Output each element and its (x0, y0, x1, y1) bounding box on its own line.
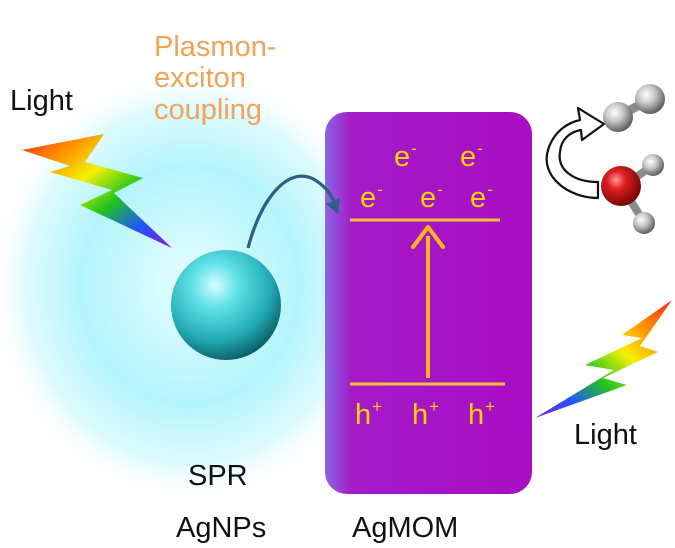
hole: h+ (355, 397, 383, 431)
light-bolt-icon (535, 300, 672, 418)
curved-arrow-icon (545, 106, 606, 200)
electron: e- (360, 180, 383, 214)
electron: e- (420, 180, 443, 214)
excitation-arrow (411, 225, 445, 378)
hole: h+ (412, 397, 440, 431)
coupling-line-1: Plasmon- (154, 31, 277, 63)
agmom-label: AgMOM (352, 512, 459, 544)
light-bolt-icon (22, 134, 172, 248)
coupling-line-3: coupling (154, 93, 263, 126)
agnps-label: AgNPs (176, 512, 267, 544)
coupling-line-2: exciton (154, 62, 246, 95)
plasmon-coupling-label: Plasmon- exciton coupling (154, 31, 277, 126)
hole: h+ (468, 397, 496, 431)
electron: e- (394, 139, 417, 173)
h2-molecule-icon (603, 84, 665, 132)
spr-label: SPR (188, 460, 248, 492)
light-label-right: Light (574, 419, 637, 451)
light-label-left: Light (10, 85, 73, 117)
agnp-sphere (171, 250, 281, 360)
water-molecule-icon (601, 154, 664, 234)
electron: e- (460, 139, 483, 173)
transfer-arrow (246, 174, 340, 249)
electron: e- (470, 180, 493, 214)
